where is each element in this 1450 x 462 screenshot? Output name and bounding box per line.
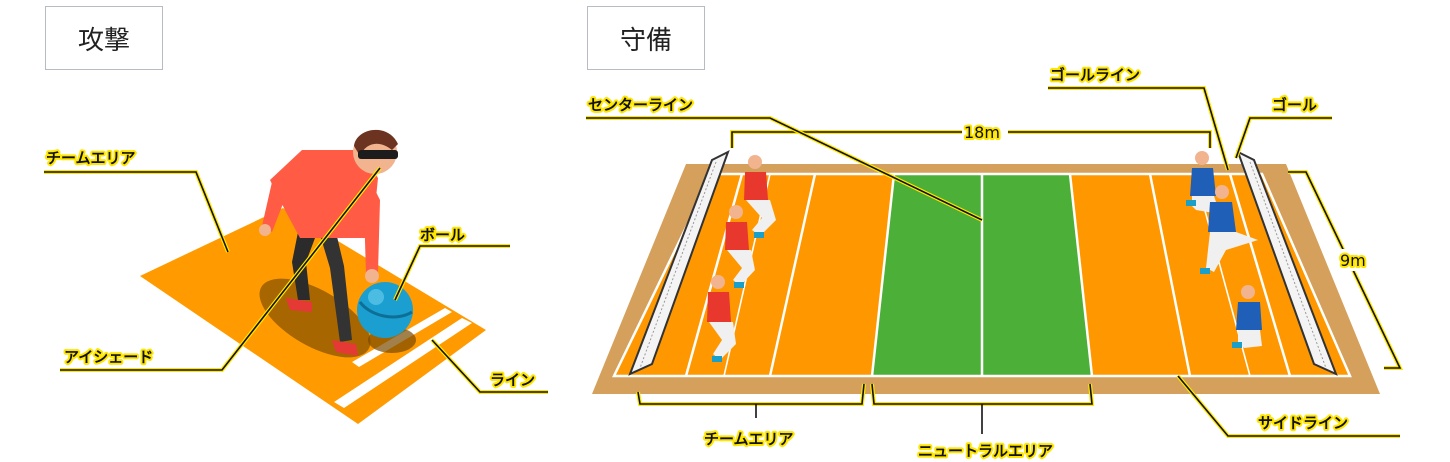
ball [357, 282, 413, 338]
left-goal [628, 149, 730, 376]
label-ball: ボール [420, 226, 465, 244]
defense-title: 守備 [587, 6, 705, 70]
label-width: 9m [1340, 251, 1366, 270]
label-defense-team-area: チームエリア [704, 430, 794, 448]
label-eyeshade: アイシェード [64, 348, 153, 366]
blue-team-players [1186, 151, 1262, 348]
label-length: 18m [964, 123, 1000, 142]
eyeshade [358, 150, 398, 159]
red-player [744, 155, 776, 238]
attack-title: 攻撃 [45, 6, 163, 70]
attack-player [259, 129, 398, 356]
defense-scene: 18m 9m センターライン ゴールライン ゴール チームエリア ニュートラルエ… [586, 64, 1404, 462]
blue-player [1232, 285, 1262, 348]
court-left-team-area [614, 174, 894, 376]
attack-scene: チームエリア ボール アイシェード ライン [44, 129, 548, 424]
label-attack-team-area: チームエリア [46, 149, 136, 167]
blue-player [1200, 185, 1258, 274]
red-player [707, 275, 736, 362]
court-right-team-area [1070, 174, 1350, 376]
label-side-line: サイドライン [1258, 414, 1348, 432]
label-neutral-area: ニュートラルエリア [918, 442, 1053, 460]
label-line: ライン [490, 371, 535, 389]
label-center-line: センターライン [588, 96, 693, 114]
right-goal [1236, 149, 1338, 376]
label-goal-line: ゴールライン [1050, 66, 1140, 84]
label-goal: ゴール [1272, 96, 1317, 114]
red-team-players [707, 155, 776, 362]
attack-line-stripe-1 [334, 318, 472, 408]
red-player [725, 205, 755, 288]
